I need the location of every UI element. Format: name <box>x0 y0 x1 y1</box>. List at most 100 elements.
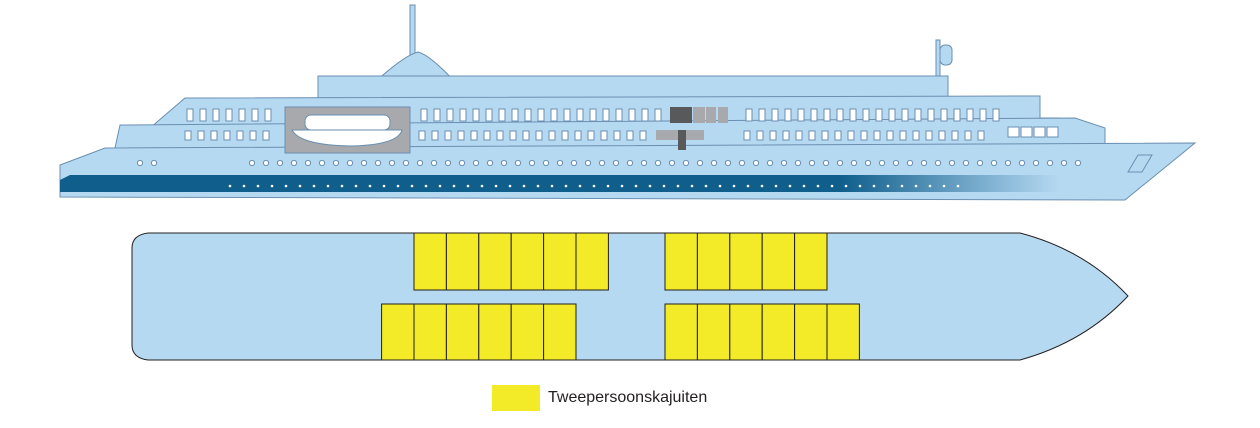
band-mark <box>424 184 428 188</box>
cabin-cell <box>826 303 860 361</box>
cabin-cell <box>696 232 731 291</box>
deck-plan-outline <box>131 232 1129 361</box>
window <box>769 130 777 141</box>
upper-window-row <box>186 108 1000 122</box>
band-mark <box>886 184 890 188</box>
window <box>849 108 857 122</box>
cabin-cell <box>729 232 763 291</box>
main-mast <box>409 4 416 61</box>
window <box>953 108 961 122</box>
legend-swatch-cabin <box>492 385 540 411</box>
window <box>431 130 439 141</box>
porthole <box>584 159 592 167</box>
porthole <box>262 159 270 167</box>
porthole <box>1032 159 1040 167</box>
porthole <box>556 159 564 167</box>
bow-emblem <box>1127 154 1153 173</box>
hull-band <box>60 175 1060 192</box>
window <box>784 108 792 122</box>
window <box>1033 126 1046 138</box>
band-mark <box>676 184 680 188</box>
band-mark <box>564 184 568 188</box>
porthole <box>402 159 410 167</box>
porthole <box>780 159 788 167</box>
window <box>446 108 454 122</box>
cabin-cell <box>510 303 545 361</box>
band-mark <box>648 184 652 188</box>
window <box>197 130 205 141</box>
window <box>847 130 855 141</box>
porthole <box>654 159 662 167</box>
window <box>927 108 935 122</box>
band-mark <box>256 184 260 188</box>
window <box>823 108 831 122</box>
porthole <box>1004 159 1012 167</box>
band-mark <box>508 184 512 188</box>
window <box>251 108 259 122</box>
window <box>262 130 270 141</box>
porthole <box>444 159 452 167</box>
cabin-cell <box>575 232 609 291</box>
window <box>654 108 662 122</box>
window <box>522 130 530 141</box>
band-mark <box>620 184 624 188</box>
window <box>249 130 257 141</box>
band-mark <box>844 184 848 188</box>
band-mark <box>718 184 722 188</box>
window <box>938 130 946 141</box>
porthole <box>836 159 844 167</box>
window <box>795 130 803 141</box>
dark-window <box>693 107 705 123</box>
window <box>418 130 426 141</box>
porthole <box>514 159 522 167</box>
porthole <box>668 159 676 167</box>
cabin-cell <box>413 303 447 361</box>
porthole <box>1060 159 1068 167</box>
porthole <box>850 159 858 167</box>
window <box>641 108 649 122</box>
window <box>797 108 805 122</box>
porthole <box>276 159 284 167</box>
band-mark <box>816 184 820 188</box>
window <box>238 108 246 122</box>
legend-label-cabin: Tweepersoonskajuiten <box>548 389 708 406</box>
window <box>977 130 985 141</box>
window <box>223 130 231 141</box>
window <box>940 108 948 122</box>
window <box>511 108 519 122</box>
porthole <box>486 159 494 167</box>
porthole <box>542 159 550 167</box>
porthole <box>640 159 648 167</box>
window <box>836 108 844 122</box>
window <box>808 130 816 141</box>
band-mark <box>522 184 526 188</box>
window <box>992 108 1000 122</box>
cabin-cell <box>794 303 828 361</box>
window <box>925 130 933 141</box>
rear-mast-radar <box>939 44 953 66</box>
window <box>563 108 571 122</box>
band-mark <box>270 184 274 188</box>
ship-side-view <box>59 4 1197 201</box>
band-mark <box>466 184 470 188</box>
porthole <box>472 159 480 167</box>
band-mark <box>802 184 806 188</box>
window <box>810 108 818 122</box>
window <box>628 108 636 122</box>
window <box>626 130 634 141</box>
porthole <box>598 159 606 167</box>
band-mark <box>788 184 792 188</box>
cabin-blocks <box>381 232 860 361</box>
window <box>979 108 987 122</box>
band-mark <box>928 184 932 188</box>
window <box>524 108 532 122</box>
porthole <box>822 159 830 167</box>
window <box>444 130 452 141</box>
porthole <box>388 159 396 167</box>
window <box>1007 126 1020 138</box>
gangway-door <box>678 130 686 150</box>
window <box>210 130 218 141</box>
window <box>912 130 920 141</box>
porthole <box>570 159 578 167</box>
